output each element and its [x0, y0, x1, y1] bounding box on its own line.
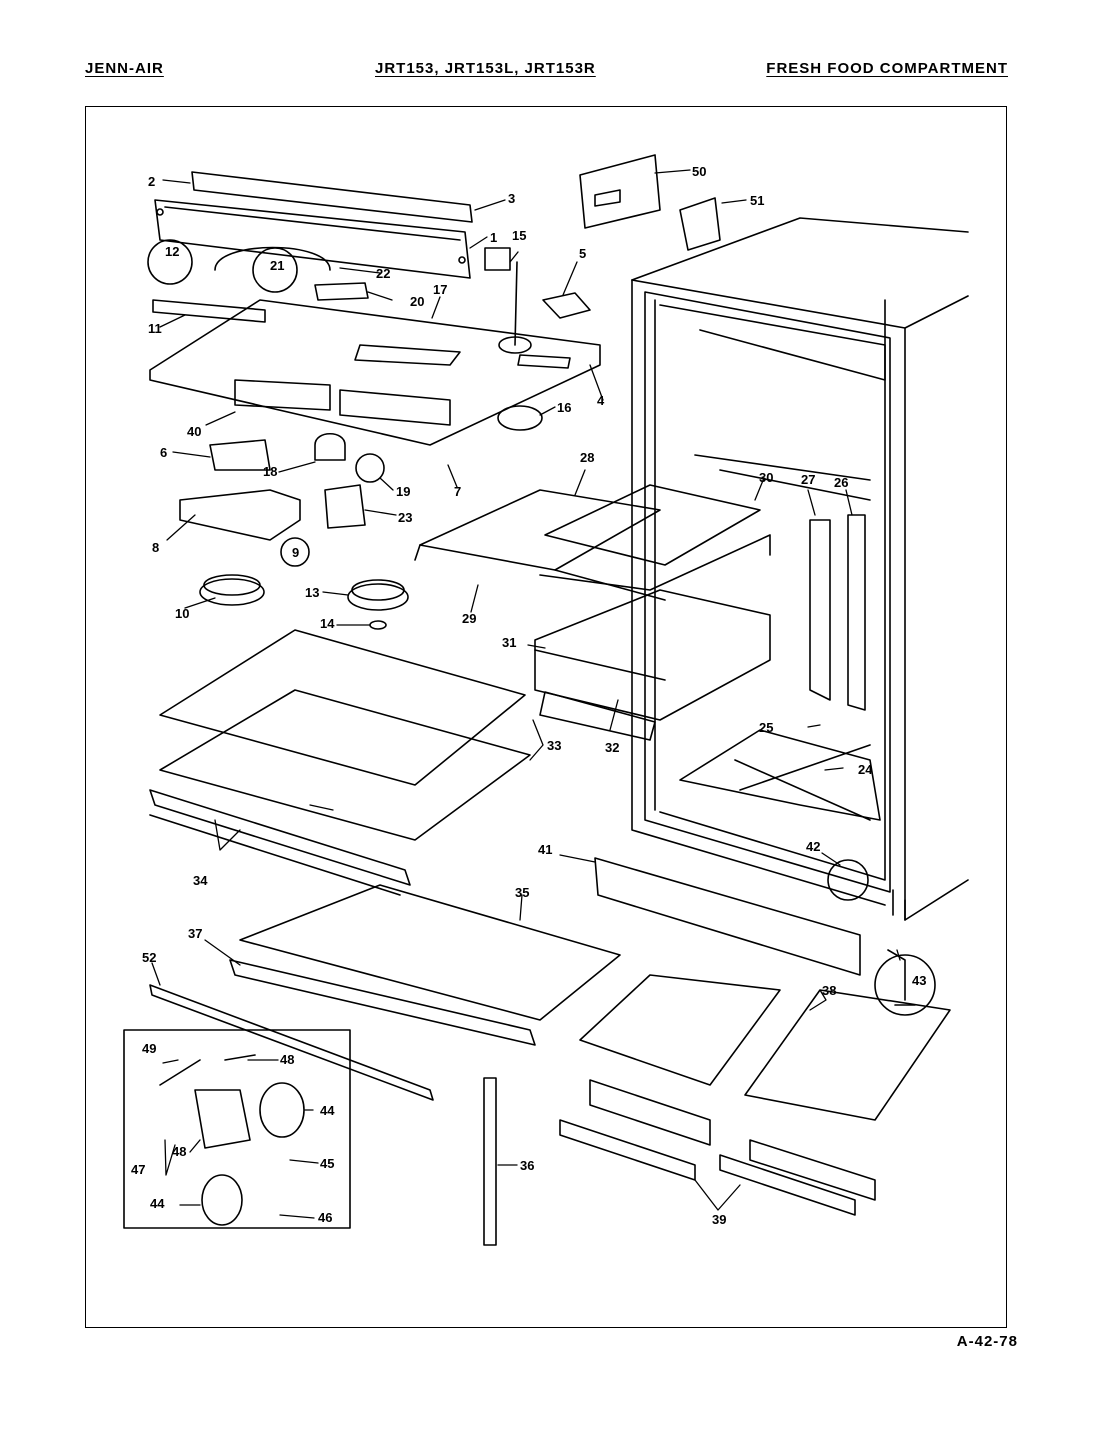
lower-shelves-drawing	[149, 629, 531, 896]
callout-23: 23	[398, 510, 412, 525]
callout-19: 19	[396, 484, 410, 499]
rail-53-drawing	[149, 984, 434, 1101]
leader-lines	[151, 169, 901, 1219]
callout-50: 49	[142, 1041, 156, 1056]
callout-7: 7	[454, 484, 461, 499]
roller-inset-drawing	[123, 1029, 351, 1229]
svg-text:12: 12	[165, 244, 179, 259]
brand-label: JENN-AIR	[85, 60, 164, 77]
callout-52: 51	[750, 193, 764, 208]
svg-text:9: 9	[292, 545, 299, 560]
callout-44-upper: 44	[320, 1103, 335, 1118]
drawing-code: A-42-78	[956, 1333, 1018, 1350]
callout-3: 3	[508, 191, 515, 206]
callout-34: 34	[193, 873, 208, 888]
callout-33: 33	[547, 738, 561, 753]
cabinet-drawing	[631, 217, 969, 921]
small-parts-drawing: 12 21 9	[147, 154, 721, 630]
callout-35: 35	[515, 885, 529, 900]
callout-2: 2	[148, 174, 155, 189]
callout-51: 50	[692, 164, 706, 179]
callout-26: 26	[834, 475, 848, 490]
callout-45: 45	[320, 1156, 334, 1171]
callout-47: 47	[131, 1162, 145, 1177]
callout-44-lower: 44	[150, 1196, 165, 1211]
crisper-pan-drawing	[534, 589, 771, 741]
svg-text:21: 21	[270, 258, 284, 273]
callout-31: 31	[502, 635, 516, 650]
callout-17: 17	[433, 282, 447, 297]
callout-29: 29	[462, 611, 476, 626]
callout-36: 36	[520, 1158, 534, 1173]
callout-4: 4	[597, 393, 605, 408]
callout-14: 14	[320, 616, 335, 631]
callout-49: 48	[280, 1052, 294, 1067]
detail-43-circle	[874, 954, 936, 1016]
callout-24: 24	[858, 762, 873, 777]
callout-11: 11	[148, 321, 162, 336]
callout-10: 10	[175, 606, 189, 621]
diagram-frame	[85, 106, 1007, 1328]
detail-42-circle	[827, 859, 869, 901]
callout-40: 40	[187, 424, 201, 439]
callout-1: 1	[490, 230, 497, 245]
callout-27: 27	[801, 472, 815, 487]
callout-38: 38	[822, 983, 836, 998]
callout-48: 48	[172, 1144, 186, 1159]
control-housing-drawing	[149, 261, 601, 446]
callout-46: 46	[318, 1210, 332, 1225]
callout-20: 20	[410, 294, 424, 309]
section-title: FRESH FOOD COMPARTMENT	[766, 60, 1008, 77]
model-numbers: JRT153, JRT153L, JRT153R	[375, 60, 596, 77]
callout-39: 39	[712, 1212, 726, 1227]
callout-37: 37	[188, 926, 202, 941]
callout-25: 25	[759, 720, 773, 735]
callout-28: 28	[580, 450, 594, 465]
bolt-36-drawing	[483, 1077, 497, 1246]
callout-22: 22	[376, 266, 390, 281]
meat-pan-drawing	[229, 884, 621, 1046]
callout-42: 42	[806, 839, 820, 854]
callout-30: 30	[759, 470, 773, 485]
callout-41: 41	[538, 842, 552, 857]
callout-13: 13	[305, 585, 319, 600]
callout-43: 43	[912, 973, 926, 988]
callout-15: 15	[512, 228, 526, 243]
grille-drawing	[594, 857, 861, 976]
callout-18: 18	[263, 464, 277, 479]
callout-6: 6	[160, 445, 167, 460]
callout-8: 8	[152, 540, 159, 555]
callout-16: 16	[557, 400, 571, 415]
upper-shelves-drawing	[414, 484, 771, 601]
callout-53: 52	[142, 950, 156, 965]
callout-32: 32	[605, 740, 619, 755]
top-trim-drawing	[154, 171, 473, 279]
callout-5: 5	[579, 246, 586, 261]
